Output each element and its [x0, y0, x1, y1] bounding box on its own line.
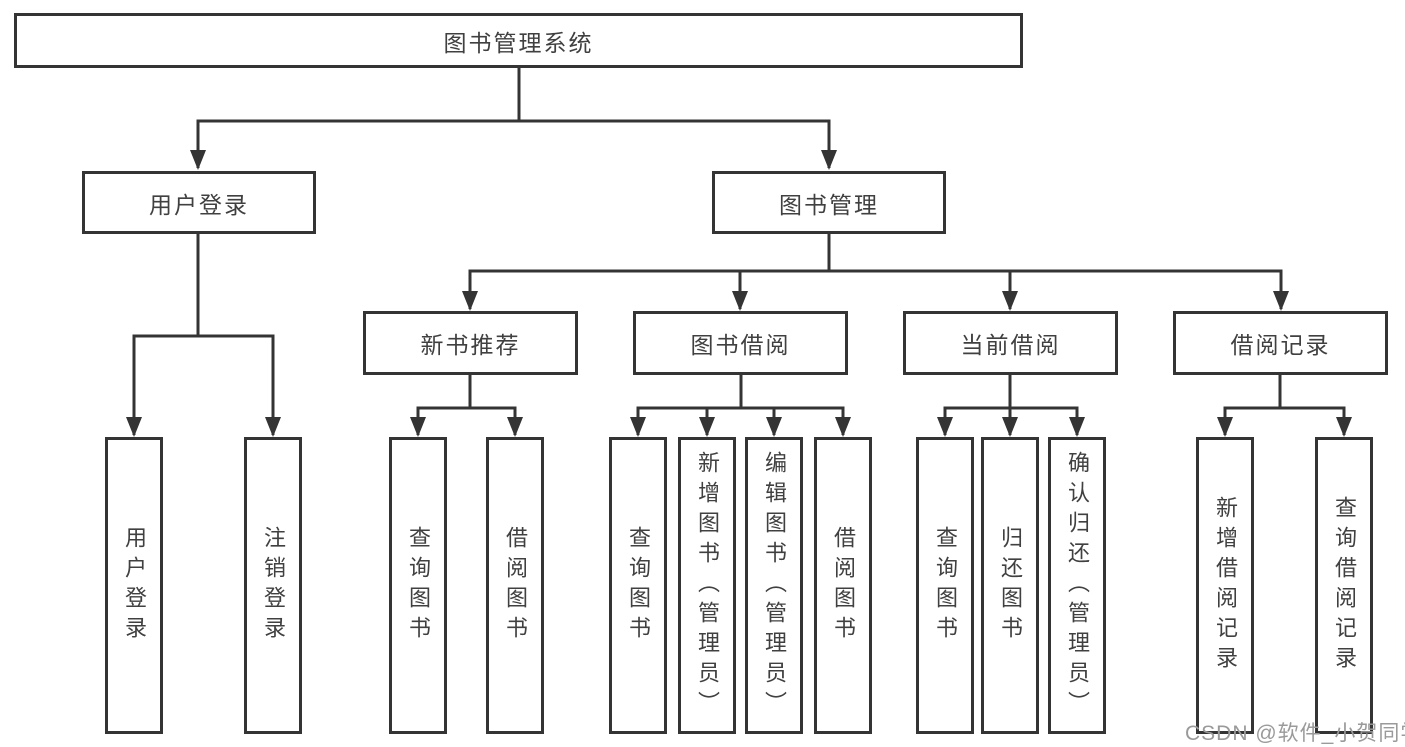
leaf-label: 注销登录: [261, 525, 286, 646]
leaf-label: 新增借阅记录: [1213, 495, 1238, 676]
section-label: 借阅记录: [1230, 332, 1331, 358]
connector-borrow-records: [1223, 375, 1346, 435]
leaf-label: 查询借阅记录: [1332, 495, 1357, 676]
node-borrow-records: 借阅记录: [1173, 311, 1388, 375]
leaf-user-login: 用户登录: [105, 437, 163, 734]
leaf-query-borrow-record: 查询借阅记录: [1315, 437, 1373, 734]
connector-root: [196, 68, 831, 168]
leaf-label: 新增图书（管理员）: [695, 450, 720, 721]
section-label: 当前借阅: [960, 332, 1061, 358]
node-book-management-branch: 图书管理: [712, 171, 946, 234]
leaf-label: 归还图书: [998, 525, 1023, 646]
connector-book-borrow: [636, 375, 845, 435]
connector-user-login: [132, 234, 275, 435]
node-book-borrow: 图书借阅: [633, 311, 848, 375]
leaf-label: 查询图书: [626, 525, 651, 646]
leaf-label: 用户登录: [122, 525, 147, 646]
leaf-logout: 注销登录: [244, 437, 302, 734]
leaf-confirm-return-admin: 确认归还（管理员）: [1048, 437, 1106, 734]
leaf-query-books-current: 查询图书: [916, 437, 974, 734]
leaf-label: 借阅图书: [503, 525, 528, 646]
leaf-label: 查询图书: [933, 525, 958, 646]
section-label: 图书借阅: [690, 332, 791, 358]
leaf-add-borrow-record: 新增借阅记录: [1196, 437, 1254, 734]
leaf-label: 查询图书: [406, 525, 431, 646]
leaf-query-books-recommend: 查询图书: [389, 437, 447, 734]
root-label: 图书管理系统: [443, 29, 594, 56]
leaf-label: 编辑图书（管理员）: [762, 450, 787, 721]
leaf-edit-books-admin: 编辑图书（管理员）: [745, 437, 803, 734]
branch-label: 用户登录: [149, 191, 249, 218]
connector-book-management: [468, 234, 1283, 309]
csdn-watermark: CSDN @软件_小贺同学: [1185, 722, 1405, 745]
leaf-add-books-admin: 新增图书（管理员）: [678, 437, 736, 734]
arrowheads: [126, 150, 1352, 437]
section-label: 新书推荐: [420, 332, 521, 358]
leaf-label: 确认归还（管理员）: [1065, 450, 1090, 721]
leaf-borrow-books-recommend: 借阅图书: [486, 437, 544, 734]
node-current-borrow: 当前借阅: [903, 311, 1118, 375]
node-new-book-recommend: 新书推荐: [363, 311, 578, 375]
leaf-label: 借阅图书: [831, 525, 856, 646]
branch-label: 图书管理: [779, 191, 879, 218]
leaf-return-books: 归还图书: [981, 437, 1039, 734]
connector-new-book: [416, 375, 517, 435]
leaf-query-books-borrow: 查询图书: [609, 437, 667, 734]
node-system-root: 图书管理系统: [14, 13, 1023, 68]
node-user-login-branch: 用户登录: [82, 171, 316, 234]
leaf-borrow-books: 借阅图书: [814, 437, 872, 734]
